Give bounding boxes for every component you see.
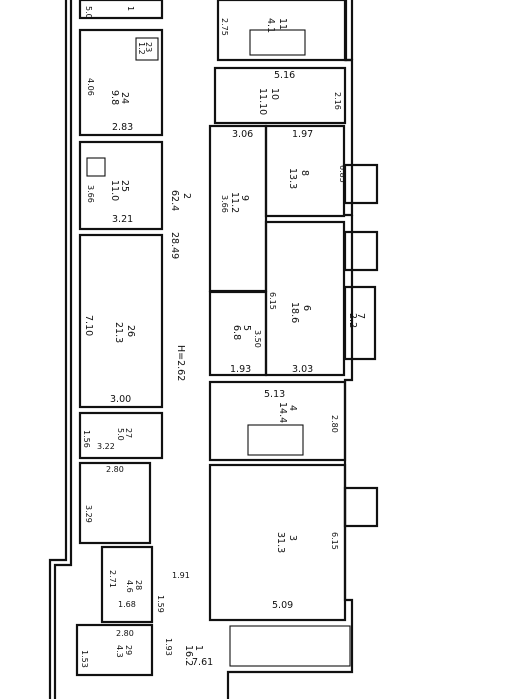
room-2-dim1: 28.49 — [169, 232, 180, 259]
room-11-area: 4.1 — [265, 18, 276, 33]
room-5-num: 5 — [241, 325, 252, 331]
room-7-area: 2.2 — [347, 313, 358, 328]
dim-329: 3.29 — [84, 505, 93, 523]
room-6-dim1: 6.15 — [268, 292, 277, 310]
top-b-label: 1 — [126, 6, 135, 11]
room-3-dim1: 5.09 — [272, 600, 293, 611]
dim-193: 1.93 — [164, 638, 173, 656]
room-27-num: 27 — [124, 428, 133, 438]
room-9-num: 8 — [299, 170, 310, 176]
room-3-dim2: 6.15 — [330, 532, 339, 550]
dim-191: 1.91 — [172, 571, 190, 580]
room-27-dim1: 1.56 — [82, 430, 91, 448]
room-11-dim: 2.75 — [220, 18, 229, 36]
room-26-area: 21.3 — [113, 322, 124, 343]
room-6-num: 6 — [301, 305, 312, 311]
room-9-dim1: 6.85 — [338, 165, 347, 183]
room-3-num: 3 — [287, 535, 298, 541]
room-25-dim1: 3.66 — [86, 185, 95, 203]
room-23-num: 23 — [144, 42, 153, 52]
outer-walls — [48, 0, 354, 699]
room-7-num: 7 — [355, 313, 366, 319]
room-23-area: 1.2 — [137, 42, 146, 55]
room-1-area: 16.2 — [183, 645, 194, 666]
room-28-dim2: 1.68 — [118, 600, 136, 609]
room-5-dim2: 1.93 — [230, 364, 251, 375]
room-4-dim2: 2.80 — [330, 415, 339, 433]
room-10-num: 10 — [269, 88, 280, 100]
balconies — [343, 163, 379, 528]
room-26-num: 26 — [125, 325, 136, 337]
room-2-area: 62.4 — [169, 190, 180, 211]
room-29-area: 4.3 — [115, 645, 124, 658]
room-8-area: 11.2 — [229, 192, 240, 213]
room-27-dim2: 3.22 — [97, 442, 115, 451]
room-8-dim1: 3.66 — [220, 195, 229, 213]
room-28-area: 4.6 — [125, 580, 134, 593]
room-26-dim2: 3.00 — [110, 394, 131, 405]
left-rooms — [75, 0, 164, 677]
room-1-num: 1 — [193, 645, 204, 651]
room-8-dim2: 3.06 — [232, 129, 253, 140]
room-26-dim1: 7.10 — [83, 315, 94, 336]
dim-280: 2.80 — [106, 465, 124, 474]
room-9-dim2: 1.97 — [292, 129, 313, 140]
room-29-dim2: 1.53 — [80, 650, 89, 668]
room-10-dim1: 5.16 — [274, 70, 295, 81]
room-29-dim1: 2.80 — [116, 629, 134, 638]
room-11-num: 11 — [277, 18, 288, 30]
room-labels: 11 4.1 2.75 5.16 10 11.10 2.16 3.06 9 11… — [80, 6, 366, 668]
room-28-dim1: 2.71 — [108, 570, 117, 588]
room-24-num: 24 — [119, 92, 130, 104]
room-24-dim2: 2.83 — [112, 122, 133, 133]
room-28-num: 28 — [134, 580, 143, 590]
room-6-dim2: 3.03 — [292, 364, 313, 375]
dim-159: 1.59 — [156, 595, 165, 613]
room-5-area: 6.8 — [231, 325, 242, 340]
room-27-area: 5.0 — [116, 428, 125, 441]
dim-761: 7.61 — [192, 657, 213, 668]
room-9-area: 13.3 — [287, 168, 298, 189]
room-25-area: 11.0 — [109, 180, 120, 201]
room-25-dim2: 3.21 — [112, 214, 133, 225]
room-3-area: 31.3 — [275, 532, 286, 553]
room-4-num: 4 — [287, 405, 298, 411]
room-10-area: 11.10 — [257, 88, 268, 115]
room-2-height: H=2.62 — [175, 345, 186, 381]
room-8-num: 9 — [239, 195, 250, 201]
room-24-area: 9.8 — [109, 90, 120, 105]
room-25-num: 25 — [119, 180, 130, 192]
top-left-label: 5.0 — [84, 6, 93, 19]
right-rooms — [208, 0, 351, 667]
room-29-num: 29 — [124, 645, 133, 655]
room-5-dim1: 3.50 — [253, 330, 262, 348]
room-4-dim1: 5.13 — [264, 389, 285, 400]
room-24-dim1: 4.06 — [86, 78, 95, 96]
room-4-area: 14.4 — [277, 402, 288, 423]
room-6-area: 18.6 — [289, 302, 300, 323]
room-2-num: 2 — [181, 193, 192, 199]
room-10-dim2: 2.16 — [333, 92, 342, 110]
